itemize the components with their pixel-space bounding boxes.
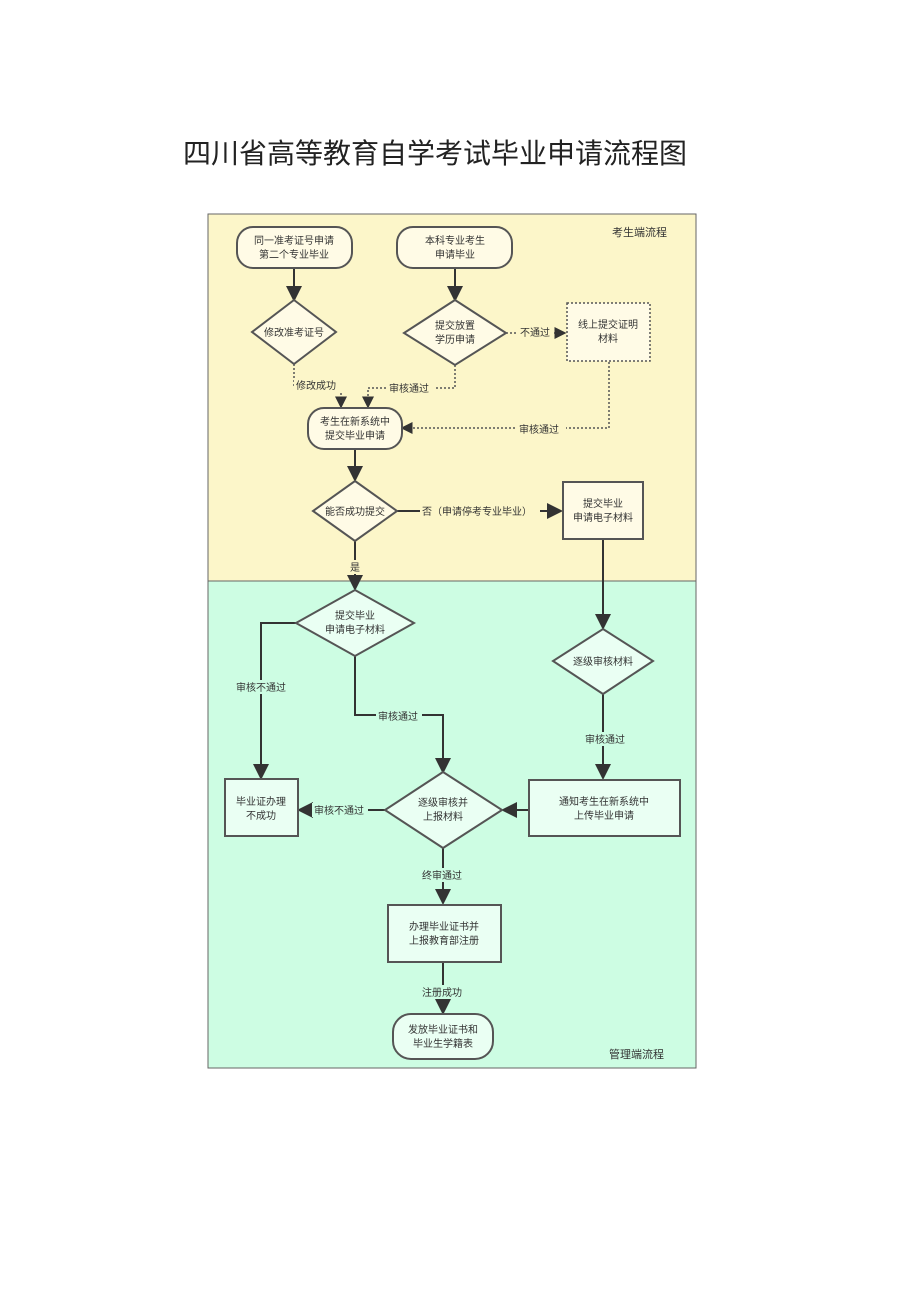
edge-label-modify-ok: 修改成功 (296, 379, 336, 392)
node-submit-e1: 提交毕业 申请电子材料 (293, 588, 417, 658)
svg-text:上报教育部注册: 上报教育部注册 (409, 934, 479, 947)
node-bachelor: 本科专业考生 申请毕业 (396, 226, 513, 269)
node-level-review: 逐级审核材料 (551, 627, 655, 696)
node-same-id: 同一准考证号申请 第二个专业毕业 (236, 226, 353, 269)
svg-text:学历申请: 学历申请 (435, 333, 475, 346)
edge-modify-to-new (293, 364, 347, 409)
student-lane-label: 考生端流程 (612, 225, 667, 239)
svg-text:提交毕业: 提交毕业 (583, 497, 623, 510)
svg-text:通知考生在新系统中: 通知考生在新系统中 (559, 795, 649, 808)
node-can-submit: 能否成功提交 (311, 479, 399, 543)
svg-text:提交毕业申请: 提交毕业申请 (325, 429, 385, 442)
svg-text:同一准考证号申请: 同一准考证号申请 (254, 234, 334, 247)
node-modify-id: 修改准考证号 (250, 298, 338, 366)
svg-text:申请毕业: 申请毕业 (435, 248, 475, 261)
svg-text:申请电子材料: 申请电子材料 (325, 623, 385, 636)
svg-text:提交毕业: 提交毕业 (335, 609, 375, 622)
edge-label-review-fail-1: 审核不通过 (236, 681, 286, 694)
edge-e1-to-fail (253, 622, 296, 780)
svg-text:不成功: 不成功 (246, 810, 276, 822)
edge-label-review-pass-1: 审核通过 (389, 382, 429, 395)
edge-online-to-new (400, 362, 610, 434)
svg-text:毕业证办理: 毕业证办理 (236, 795, 286, 808)
node-fail: 毕业证办理 不成功 (224, 778, 299, 837)
node-submit-e2: 提交毕业 申请电子材料 (562, 481, 644, 540)
svg-text:上报材料: 上报材料 (423, 810, 463, 823)
svg-text:考生在新系统中: 考生在新系统中 (320, 415, 390, 428)
svg-text:逐级审核材料: 逐级审核材料 (573, 655, 633, 668)
edge-label-review-pass-2: 审核通过 (519, 423, 559, 436)
svg-text:能否成功提交: 能否成功提交 (325, 505, 385, 518)
edge-label-yes: 是 (350, 562, 360, 574)
node-level-report: 逐级审核并 上报材料 (383, 770, 504, 850)
edge-label-register-ok: 注册成功 (422, 986, 462, 999)
node-handle-cert: 办理毕业证书并 上报教育部注册 (387, 904, 502, 963)
svg-text:发放毕业证书和: 发放毕业证书和 (408, 1023, 478, 1036)
node-issue: 发放毕业证书和 毕业生学籍表 (392, 1013, 494, 1060)
svg-text:第二个专业毕业: 第二个专业毕业 (259, 248, 329, 261)
edge-label-review-fail-2: 审核不通过 (314, 804, 364, 817)
svg-text:线上提交证明: 线上提交证明 (578, 318, 638, 331)
svg-text:逐级审核并: 逐级审核并 (418, 796, 468, 809)
svg-text:上传毕业申请: 上传毕业申请 (574, 809, 634, 822)
svg-text:材料: 材料 (598, 332, 618, 345)
node-submit-edu: 提交放置 学历申请 (402, 298, 508, 367)
edge-label-not-pass: 不通过 (520, 326, 550, 339)
svg-text:修改准考证号: 修改准考证号 (264, 326, 324, 339)
node-notify: 通知考生在新系统中 上传毕业申请 (528, 779, 681, 837)
svg-text:申请电子材料: 申请电子材料 (573, 511, 633, 524)
svg-text:本科专业考生: 本科专业考生 (425, 234, 485, 247)
svg-text:毕业生学籍表: 毕业生学籍表 (413, 1037, 473, 1050)
node-online-cert: 线上提交证明 材料 (566, 302, 651, 362)
svg-text:提交放置: 提交放置 (435, 319, 475, 332)
edge-label-review-pass-4: 审核通过 (585, 733, 625, 746)
page-title: 四川省高等教育自学考试毕业申请流程图 (183, 137, 688, 170)
edge-label-final-pass: 终审通过 (422, 869, 462, 882)
edge-label-no-other-major: 否（申请停考专业毕业） (422, 505, 532, 518)
edge-label-review-pass-3: 审核通过 (378, 710, 418, 723)
node-submit-new: 考生在新系统中 提交毕业申请 (307, 407, 403, 450)
admin-lane-label: 管理端流程 (609, 1047, 664, 1061)
svg-text:办理毕业证书并: 办理毕业证书并 (409, 920, 479, 933)
